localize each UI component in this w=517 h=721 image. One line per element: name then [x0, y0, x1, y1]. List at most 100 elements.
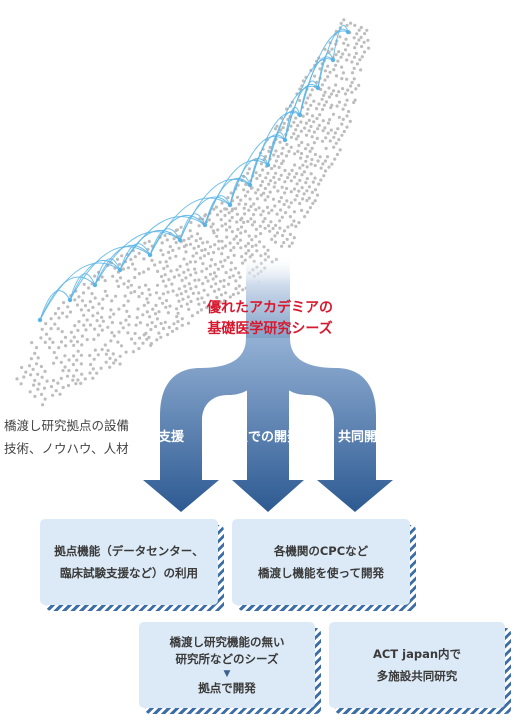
map-dot	[202, 300, 206, 305]
map-dot	[243, 229, 247, 233]
map-dot	[226, 196, 230, 200]
map-dot	[180, 278, 184, 282]
map-dot	[205, 305, 209, 310]
map-dot	[286, 176, 290, 180]
map-dot	[51, 340, 55, 344]
map-dot	[267, 224, 271, 228]
map-dot	[346, 88, 350, 92]
map-dot	[273, 181, 277, 185]
map-dot	[280, 152, 284, 156]
map-dot	[247, 234, 251, 238]
map-dot	[88, 323, 93, 327]
map-dot	[170, 329, 175, 333]
network-node	[247, 182, 253, 188]
map-dot	[189, 299, 193, 304]
map-dot	[304, 181, 308, 185]
map-dot	[105, 294, 109, 298]
map-dot	[254, 234, 258, 238]
map-dot	[53, 322, 57, 326]
map-dot	[170, 282, 174, 286]
map-dot	[274, 171, 278, 175]
map-dot	[266, 171, 270, 175]
map-dot	[79, 362, 83, 366]
map-dot	[259, 193, 263, 197]
map-dot	[125, 309, 129, 313]
map-dot	[266, 195, 270, 199]
map-dot	[59, 360, 63, 364]
map-dot	[304, 159, 308, 163]
map-dot	[83, 304, 88, 308]
map-dot	[161, 253, 165, 257]
map-dot	[147, 239, 151, 244]
map-dot	[96, 353, 100, 357]
map-dot	[179, 292, 183, 296]
map-dot	[83, 377, 87, 381]
map-dot	[332, 68, 336, 72]
map-dot	[211, 222, 215, 226]
map-dot	[355, 62, 359, 66]
map-dot	[362, 50, 367, 54]
map-dot	[237, 284, 241, 288]
map-dot	[275, 124, 279, 128]
map-dot	[164, 284, 168, 288]
map-dot	[214, 205, 218, 209]
map-dot	[228, 241, 232, 245]
map-dot	[129, 337, 134, 341]
map-dot	[188, 260, 192, 264]
map-dot	[352, 77, 356, 81]
map-dot	[287, 172, 291, 176]
map-dot	[122, 303, 126, 308]
map-dot	[359, 25, 363, 30]
map-dot	[273, 164, 277, 168]
map-dot	[217, 247, 221, 251]
map-dot	[65, 374, 70, 378]
map-dot	[91, 367, 95, 371]
map-dot	[177, 287, 181, 291]
map-dot	[159, 274, 164, 279]
map-dot	[178, 264, 182, 268]
map-dot	[341, 117, 345, 121]
map-dot	[298, 201, 302, 206]
map-dot	[110, 299, 114, 303]
map-dot	[230, 230, 234, 234]
map-dot	[306, 143, 310, 147]
map-dot	[194, 285, 198, 289]
map-dot	[236, 291, 240, 295]
map-dot	[172, 275, 176, 279]
map-dot	[333, 157, 337, 161]
map-dot	[31, 367, 35, 371]
map-dot	[212, 271, 216, 275]
network-arc	[284, 58, 334, 141]
map-dot	[214, 274, 218, 278]
map-dot	[209, 225, 213, 229]
map-dot	[87, 286, 91, 290]
map-dot	[186, 295, 190, 299]
map-dot	[273, 234, 277, 238]
map-dot	[232, 253, 236, 257]
map-dot	[121, 326, 125, 330]
map-dot	[188, 242, 193, 246]
map-dot	[299, 129, 303, 133]
network-arcs	[37, 25, 351, 323]
map-dot	[154, 291, 159, 295]
map-dot	[320, 97, 324, 101]
map-dot	[22, 375, 26, 379]
map-dot	[127, 279, 131, 283]
map-dot	[215, 213, 220, 217]
map-dot	[27, 364, 32, 368]
map-dot	[353, 46, 357, 50]
map-dot	[223, 213, 227, 218]
map-dot	[159, 335, 163, 339]
map-dot	[15, 377, 19, 381]
network-arc	[317, 28, 349, 89]
map-dot	[175, 293, 179, 297]
map-dot	[229, 248, 233, 252]
map-dot	[80, 343, 84, 347]
map-dot	[161, 292, 165, 296]
map-dot	[88, 353, 92, 358]
map-dot	[39, 392, 44, 396]
map-dot	[133, 331, 137, 336]
map-dot	[243, 194, 248, 198]
map-dot	[224, 228, 229, 232]
map-dot	[324, 100, 329, 104]
